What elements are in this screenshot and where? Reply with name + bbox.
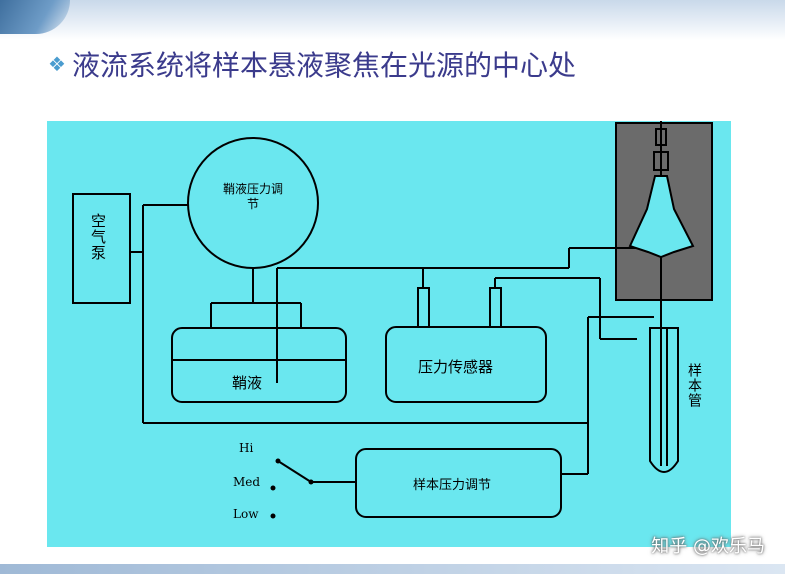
flow-chamber-cone [628, 175, 695, 259]
sensor-probe-right [489, 287, 502, 328]
nozzle-tip [655, 128, 667, 146]
air-pump-box [72, 193, 131, 304]
sample-tube-label: 样本管 [686, 363, 702, 408]
switch-med-label: Med [233, 475, 261, 489]
slide-header-band [0, 0, 785, 40]
sheath-tank-box [171, 327, 347, 403]
sheath-regulator-label: 鞘液压力调节 [223, 182, 284, 211]
diamond-bullet-icon: ❖ [48, 52, 66, 76]
slide-title-text: 液流系统将样本悬液聚焦在光源的中心处 [71, 49, 576, 82]
switch-hi-label: Hi [239, 441, 254, 455]
slide-footer-band [0, 564, 785, 574]
sample-tube-outline [649, 327, 679, 473]
air-pump-label: 空气泵 [89, 213, 107, 261]
nozzle-body [653, 151, 669, 171]
switch-low-label: Low [233, 507, 259, 521]
pressure-sensor-label: 压力传感器 [418, 358, 494, 376]
sheath-fluid-label: 鞘液 [232, 374, 263, 392]
fluidics-diagram: 空气泵 鞘液压力调节 鞘液 压力传感器 样本压力调节 样本管 Hi Med Lo… [47, 121, 731, 547]
watermark: 知乎 @欢乐马 [651, 536, 765, 557]
slide-title: ❖ 液流系统将样本悬液聚焦在光源的中心处 [48, 44, 576, 84]
sample-regulator-label: 样本压力调节 [413, 478, 492, 493]
sensor-probe-left [417, 287, 430, 328]
diagram-drawing [72, 121, 713, 519]
pressure-sensor-box [385, 326, 547, 403]
